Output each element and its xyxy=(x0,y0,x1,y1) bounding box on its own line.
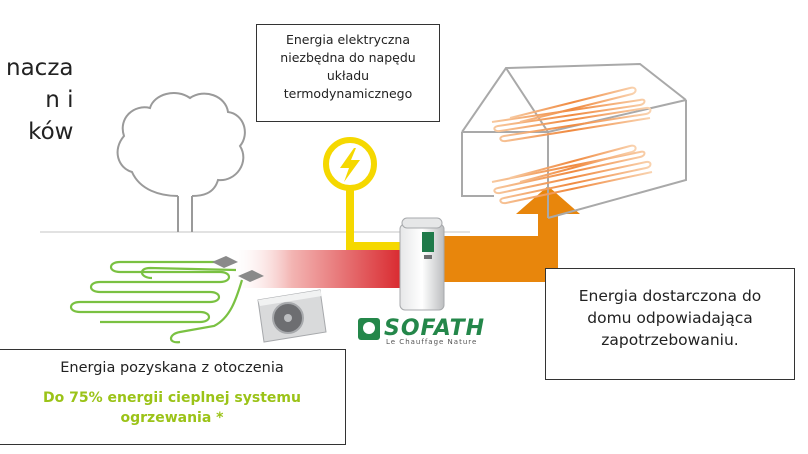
electric-line xyxy=(346,186,402,250)
lower-floor-heating-icon xyxy=(491,144,653,205)
ground-loop-icon xyxy=(69,260,244,344)
tree-icon xyxy=(116,92,246,232)
electric-energy-box: Energia elektryczna niezbędna do napędu … xyxy=(256,24,440,122)
delivered-energy-box: Energia dostarczona do domu odpowiadając… xyxy=(545,268,795,380)
ground-probe-icon xyxy=(212,256,264,282)
ambient-box-title: Energia pozyskana z otoczenia xyxy=(60,360,284,376)
heat-pump-icon xyxy=(399,217,445,311)
lightning-icon xyxy=(323,137,377,191)
outdoor-unit-icon xyxy=(257,289,327,343)
partial-text-line: n i xyxy=(45,87,74,113)
brand-name: SOFATH xyxy=(384,316,486,341)
delivered-box-line: zapotrzebowaniu. xyxy=(601,331,739,349)
upper-floor-heating-icon xyxy=(491,86,652,143)
delivered-box-line: Energia dostarczona do xyxy=(578,287,762,305)
house-icon xyxy=(461,62,687,219)
electric-box-line: termodynamicznego xyxy=(283,86,413,101)
ambient-highlight-line: Do 75% energii cieplnej systemu xyxy=(43,390,301,406)
brand-tagline: Le Chauffage Nature xyxy=(386,338,478,346)
ambient-energy-box: Energia pozyskana z otoczenia Do 75% ene… xyxy=(0,349,346,445)
ambient-energy-flow xyxy=(230,250,406,288)
partial-text: nacza n i ków xyxy=(6,52,73,148)
electric-box-line: układu xyxy=(326,68,370,83)
sofath-logo-icon xyxy=(358,318,380,340)
delivered-box-line: domu odpowiadająca xyxy=(587,309,753,327)
electric-box-line: Energia elektryczna xyxy=(285,32,411,47)
partial-text-line: nacza xyxy=(6,55,74,81)
ambient-box-highlight: Do 75% energii cieplnej systemu ogrzewan… xyxy=(11,388,333,428)
electric-box-line: niezbędna do napędu xyxy=(280,50,416,65)
ambient-highlight-line: ogrzewania * xyxy=(120,410,224,426)
delivered-energy-arrow xyxy=(440,186,580,282)
partial-text-line: ków xyxy=(28,119,74,145)
